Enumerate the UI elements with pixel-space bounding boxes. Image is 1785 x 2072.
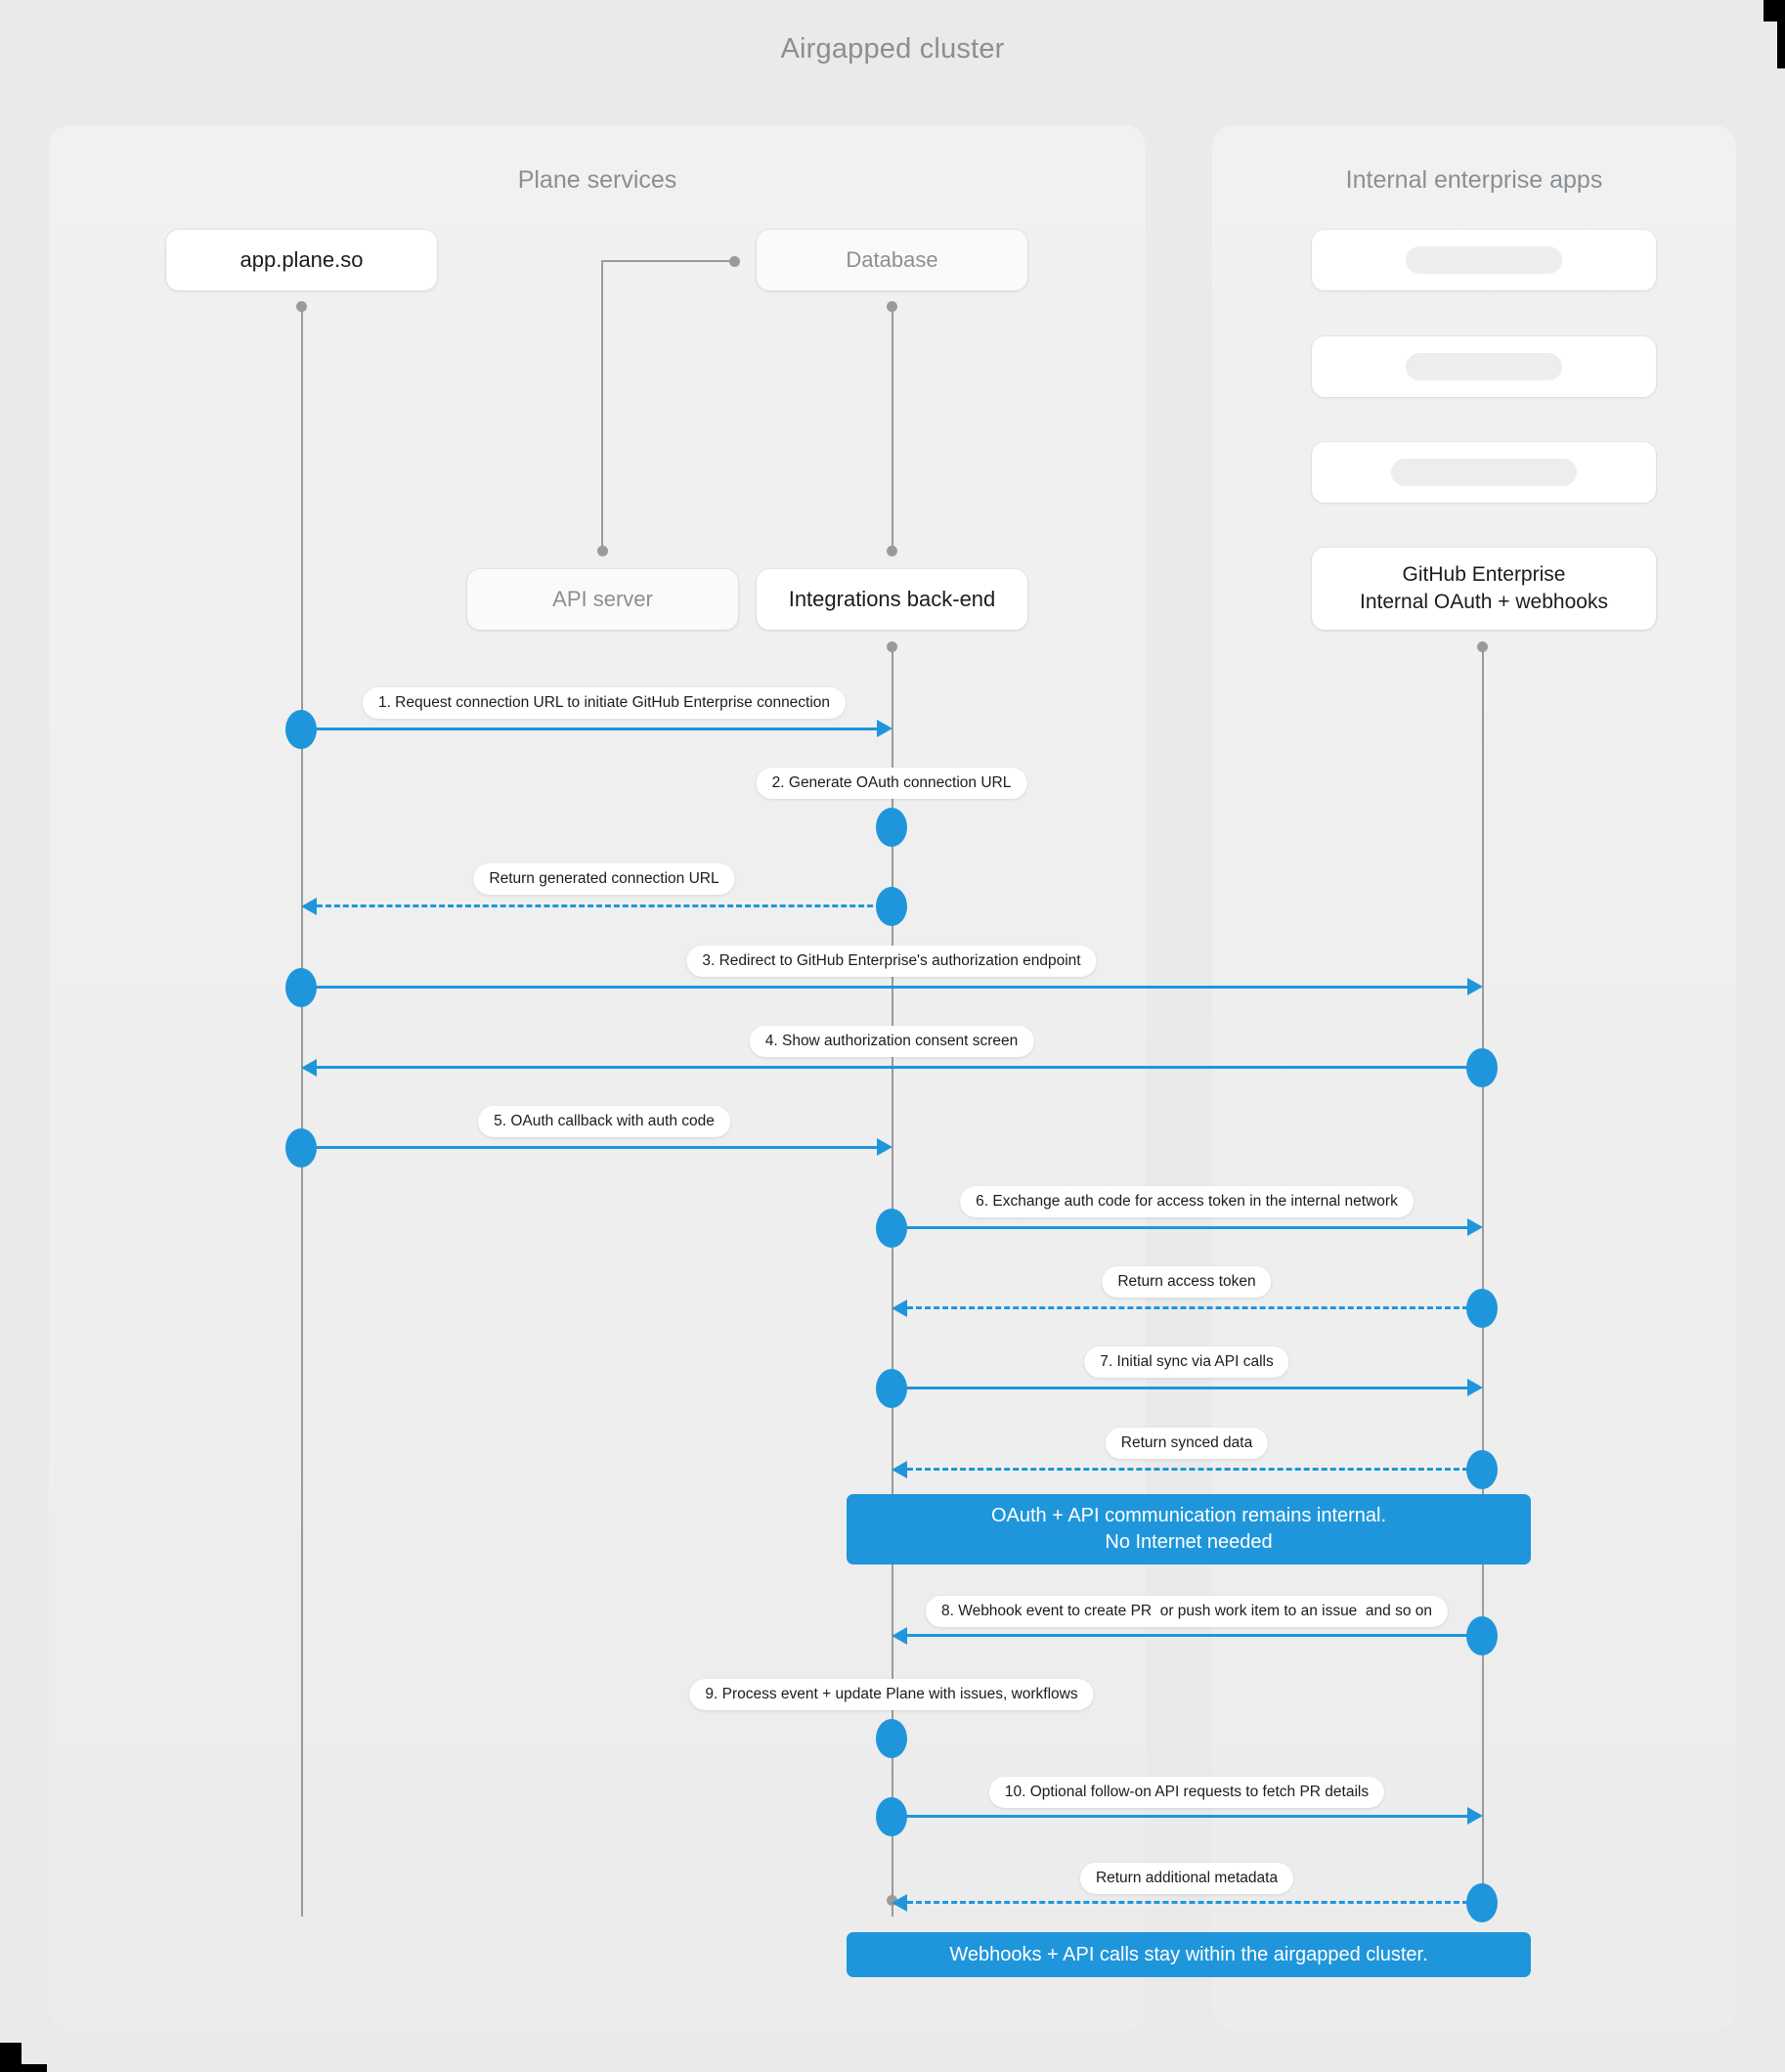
message-arrowhead-8 [892, 1300, 907, 1317]
message-arrowhead-1 [877, 720, 892, 737]
participant-label-line2: Internal OAuth + webhooks [1360, 591, 1608, 613]
activation-dot-m10 [1466, 1450, 1498, 1489]
message-label-4: 3. Redirect to GitHub Enterprise's autho… [686, 946, 1097, 977]
activation-dot-m11 [1466, 1616, 1498, 1655]
placeholder-card-3[interactable] [1312, 442, 1656, 503]
lifeline-github-enterprise [1482, 645, 1484, 1917]
activation-dot-m8 [1466, 1289, 1498, 1328]
message-line-6 [301, 1146, 878, 1149]
message-label-13: 10. Optional follow-on API requests to f… [988, 1777, 1385, 1808]
placeholder-bar [1391, 459, 1577, 486]
message-arrowhead-11 [892, 1627, 907, 1645]
note-line-1: Webhooks + API calls stay within the air… [949, 1943, 1428, 1965]
message-label-12: 9. Process event + update Plane with iss… [689, 1679, 1094, 1710]
message-line-14 [907, 1901, 1468, 1904]
message-label-9: 7. Initial sync via API calls [1084, 1346, 1289, 1378]
lifeline-dot-database [887, 301, 897, 312]
placeholder-bar [1406, 246, 1562, 274]
crop-mark-top-right-h [1763, 0, 1785, 22]
lifeline-database [892, 305, 893, 550]
participant-app-plane-so[interactable]: app.plane.so [166, 230, 437, 290]
crop-mark-top-right-v [1777, 22, 1785, 68]
placeholder-card-2[interactable] [1312, 336, 1656, 397]
placeholder-bar [1406, 353, 1562, 380]
lifeline-dot-github-enterprise [1477, 641, 1488, 652]
group-panel-plane-services: Plane services [49, 125, 1146, 2030]
lifeline-app-plane-so [301, 305, 303, 1917]
crop-mark-bottom-left-h [0, 2064, 47, 2072]
connector-db-endpoint-dot [729, 256, 740, 267]
participant-github-enterprise[interactable]: GitHub Enterprise Internal OAuth + webho… [1312, 548, 1656, 630]
diagram-title: Airgapped cluster [780, 33, 1005, 65]
participant-label: Integrations back-end [788, 587, 996, 612]
message-line-1 [301, 727, 878, 730]
message-arrowhead-3 [301, 898, 317, 915]
message-label-7: 6. Exchange auth code for access token i… [960, 1186, 1414, 1217]
message-line-13 [892, 1815, 1468, 1818]
connector-db-to-api-vertical [601, 260, 603, 550]
crop-mark-bottom-left-v [0, 2043, 22, 2064]
message-arrowhead-9 [1467, 1379, 1483, 1396]
lifeline-dot-app-plane-so [296, 301, 307, 312]
connector-api-endpoint-dot [597, 546, 608, 556]
activation-dot-m12 [876, 1719, 907, 1758]
lifeline-integrations-backend [892, 645, 893, 1917]
group-title-plane-services: Plane services [517, 166, 677, 194]
placeholder-card-1[interactable] [1312, 230, 1656, 290]
message-arrowhead-5 [301, 1059, 317, 1077]
message-label-5: 4. Show authorization consent screen [749, 1026, 1034, 1057]
connector-db-to-api-horizontal [601, 260, 734, 262]
note-oauth-internal: OAuth + API communication remains intern… [847, 1494, 1531, 1565]
participant-label: API server [552, 587, 653, 612]
participant-label: Database [846, 247, 938, 273]
message-line-4 [301, 986, 1468, 989]
message-arrowhead-4 [1467, 978, 1483, 995]
participant-database[interactable]: Database [757, 230, 1027, 290]
message-line-5 [317, 1066, 1482, 1069]
message-line-8 [907, 1306, 1468, 1309]
message-label-8: Return access token [1102, 1266, 1272, 1298]
participant-api-server[interactable]: API server [467, 569, 738, 630]
participant-label-line1: GitHub Enterprise [1402, 562, 1566, 586]
message-label-11: 8. Webhook event to create PR or push wo… [925, 1596, 1449, 1627]
note-line-1: OAuth + API communication remains intern… [990, 1505, 1387, 1526]
participant-label: app.plane.so [239, 247, 364, 273]
note-airgapped-cluster: Webhooks + API calls stay within the air… [847, 1932, 1531, 1977]
lifeline-dot-database-bottom [887, 546, 897, 556]
message-arrowhead-7 [1467, 1218, 1483, 1236]
activation-dot-m14 [1466, 1883, 1498, 1922]
group-title-internal-apps: Internal enterprise apps [1345, 166, 1603, 194]
message-arrowhead-6 [877, 1138, 892, 1156]
message-line-9 [892, 1387, 1468, 1389]
message-line-3 [317, 904, 882, 907]
message-label-10: Return synced data [1105, 1428, 1269, 1459]
message-label-3: Return generated connection URL [473, 863, 735, 895]
lifeline-dot-integrations-backend [887, 641, 897, 652]
message-arrowhead-13 [1467, 1807, 1483, 1825]
message-label-1: 1. Request connection URL to initiate Gi… [362, 687, 847, 719]
message-arrowhead-10 [892, 1461, 907, 1478]
message-label-6: 5. OAuth callback with auth code [478, 1106, 730, 1137]
message-line-10 [907, 1468, 1468, 1471]
message-label-2: 2. Generate OAuth connection URL [756, 768, 1027, 799]
activation-dot-m2 [876, 808, 907, 847]
message-label-14: Return additional metadata [1079, 1863, 1294, 1894]
message-line-11 [907, 1634, 1468, 1637]
message-line-7 [892, 1226, 1468, 1229]
note-line-2: No Internet needed [1105, 1531, 1273, 1553]
message-arrowhead-14 [892, 1894, 907, 1912]
participant-integrations-backend[interactable]: Integrations back-end [757, 569, 1027, 630]
